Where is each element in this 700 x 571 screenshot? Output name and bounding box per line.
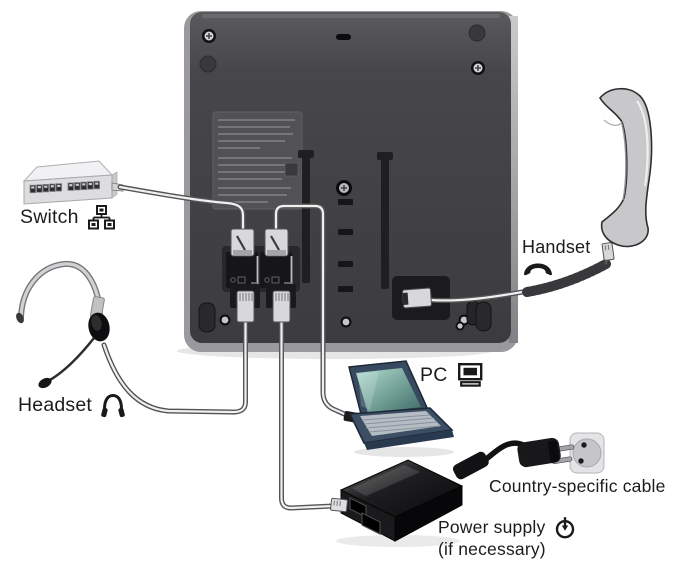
switch-ports — [29, 180, 100, 194]
telephone-back-panel — [184, 11, 518, 352]
pc-plug — [264, 228, 289, 257]
network-switch-icon — [87, 205, 115, 230]
headband-tip — [16, 312, 24, 324]
psu-input-plug — [330, 497, 348, 513]
country-cable-label: Country-specific cable — [489, 476, 666, 497]
euro-plug — [517, 437, 575, 468]
microphone — [38, 377, 52, 389]
wall-mount-slot — [336, 34, 351, 40]
mic-boom — [49, 337, 95, 382]
pc-cable — [273, 203, 362, 425]
lan-port-bay — [222, 246, 300, 292]
headset-cable — [101, 315, 248, 415]
switch-label-text: Switch — [20, 206, 79, 228]
power-supply-note-text: (if necessary) — [438, 539, 546, 559]
phone-right-side-trim — [509, 16, 518, 343]
handset-label: Handset — [522, 237, 590, 276]
lan-port — [226, 252, 258, 288]
headset-device — [16, 260, 110, 389]
switch-cable — [117, 184, 246, 237]
desktop-computer-icon — [457, 363, 482, 387]
psu-port-2 — [361, 512, 381, 535]
cables — [101, 184, 611, 511]
power-input-icon — [556, 517, 575, 539]
power-cable — [279, 315, 336, 511]
headset-label-text: Headset — [18, 394, 93, 416]
handset-cord — [427, 288, 531, 303]
headset-plug — [236, 290, 255, 323]
handset-cord-plug — [601, 242, 615, 261]
handset-jack-plug — [402, 287, 432, 309]
pc-port — [260, 252, 292, 288]
power-supply-unit — [330, 459, 464, 542]
country-specific-cable — [452, 432, 605, 480]
power-supply-label: Power supply (if necessary) — [438, 516, 576, 560]
sticker-tab — [284, 162, 299, 177]
appliance-connector — [452, 451, 489, 480]
headset-label: Headset — [18, 392, 125, 419]
pc-label-text: PC — [420, 363, 448, 386]
network-switch-device — [22, 160, 124, 205]
lan-plug — [230, 228, 255, 257]
handset-label-text: Handset — [522, 237, 591, 257]
info-label-sticker — [212, 111, 303, 210]
pc-label: PC — [420, 363, 483, 387]
handset-device — [599, 87, 653, 248]
rubber-feet — [198, 301, 492, 333]
laptop-front-edge — [364, 430, 454, 450]
laptop-pc — [343, 360, 454, 450]
connector-plugs — [230, 228, 615, 323]
headphones-icon — [101, 393, 125, 418]
handset-receiver-icon — [524, 263, 552, 276]
laptop-keyboard — [360, 411, 441, 436]
power-supply-label-text: Power supply — [438, 517, 546, 537]
country-cable-label-text: Country-specific cable — [489, 476, 666, 496]
port-markings — [230, 276, 292, 284]
power-plug — [272, 290, 291, 323]
laptop-screen — [356, 368, 421, 413]
switch-label: Switch — [20, 205, 115, 230]
